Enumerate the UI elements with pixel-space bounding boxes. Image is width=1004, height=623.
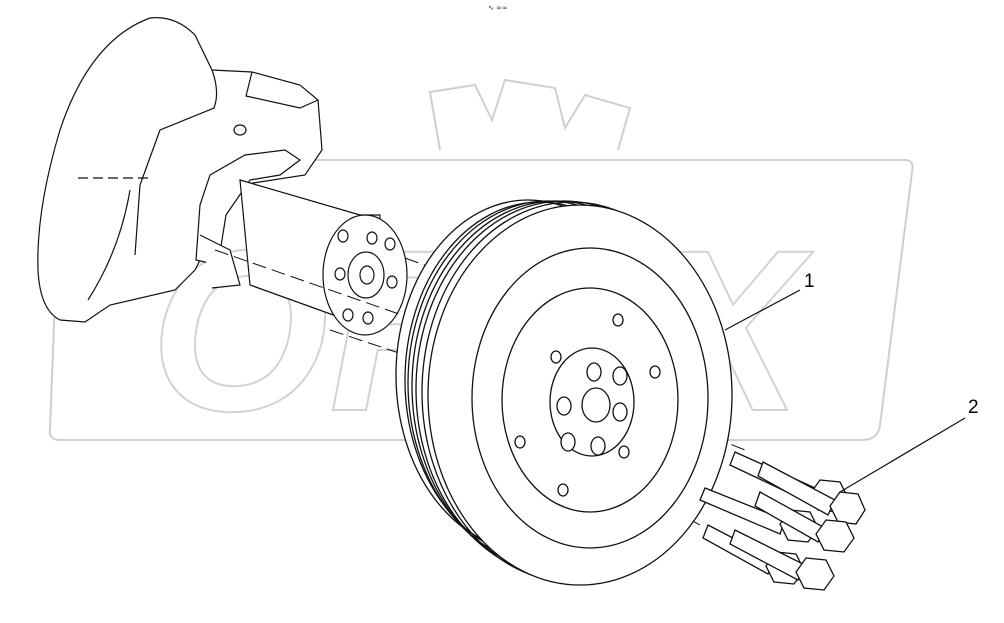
bolt <box>729 529 835 591</box>
bolt <box>754 491 855 553</box>
crankshaft-pulley <box>395 199 733 586</box>
callout-2: 2 <box>968 397 979 418</box>
callout-1: 1 <box>804 271 815 292</box>
engine-crankshaft-housing <box>37 17 408 336</box>
header-mark: ∿ ∞∞ <box>488 4 508 12</box>
pulley-bolts <box>699 451 866 591</box>
leader-lines <box>724 289 966 493</box>
bolt <box>757 461 866 525</box>
